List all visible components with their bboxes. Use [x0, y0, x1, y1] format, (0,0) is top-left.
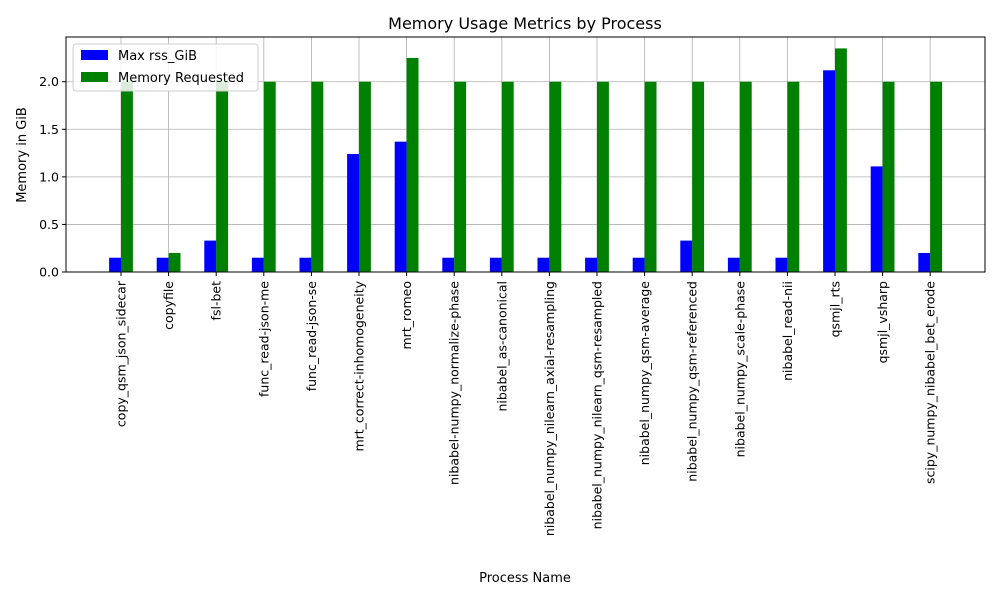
bar-max-rss [109, 257, 121, 272]
bar-max-rss [727, 257, 740, 272]
bar-memory-requested [406, 57, 419, 272]
legend-label-max-rss: Max rss_GiB [118, 49, 197, 64]
y-axis-ticks: 0.0 0.5 1.0 1.5 2.0 [39, 74, 66, 280]
bar-max-rss [680, 240, 693, 272]
bar-max-rss [823, 70, 835, 273]
legend: Max rss_GiB Memory Requested [72, 43, 259, 92]
bar-memory-requested [739, 81, 752, 272]
bar-max-rss [537, 257, 550, 272]
x-tick-label: nibabel_as-canonical [494, 281, 509, 412]
bar-memory-requested [359, 81, 371, 272]
bar-memory-requested [121, 81, 133, 272]
x-tick-label: nibabel_numpy_scale-phase [732, 281, 747, 458]
bar-memory-requested [263, 81, 276, 272]
x-tick-label: copy_qsm_json_sidecar [114, 280, 129, 427]
bars [109, 48, 943, 273]
x-axis-label: Process Name [479, 571, 571, 586]
bar-max-rss [442, 257, 455, 272]
y-tick-label: 1.5 [39, 122, 59, 137]
legend-label-memory-requested: Memory Requested [118, 71, 244, 86]
bar-memory-requested [787, 81, 800, 272]
x-tick-label: mrt_romeo [399, 281, 414, 350]
bar-memory-requested [835, 48, 847, 272]
x-tick-label: mrt_correct-inhomogeneity [352, 280, 367, 451]
legend-swatch-memory-requested [81, 72, 108, 82]
x-axis-ticks: copy_qsm_json_sidecar copyfile fsl-bet func… [114, 272, 938, 536]
bar-max-rss [299, 257, 312, 272]
bar-memory-requested [882, 81, 895, 272]
y-tick-label: 0.0 [39, 265, 59, 280]
x-tick-label: nibabel-numpy_normalize-phase [447, 281, 462, 485]
chart-title: Memory Usage Metrics by Process [388, 14, 662, 33]
x-tick-label: fsl-bet [209, 281, 224, 321]
bar-memory-requested [168, 252, 181, 272]
legend-box [72, 43, 259, 92]
bar-max-rss [918, 252, 931, 272]
bar-memory-requested [549, 81, 562, 272]
bar-memory-requested [692, 81, 705, 272]
x-tick-label: nibabel_numpy_qsm-average [637, 281, 652, 466]
x-tick-label: scipy_numpy_nibabel_bet_erode [923, 281, 938, 484]
bar-max-rss [347, 154, 359, 272]
bar-max-rss [489, 257, 502, 272]
y-tick-label: 0.5 [39, 217, 59, 232]
y-axis-label: Memory in GiB [15, 107, 30, 203]
bar-memory-requested [930, 81, 943, 272]
bar-memory-requested [597, 81, 609, 272]
x-tick-label: func_read-json-me [256, 281, 271, 397]
bar-max-rss [394, 141, 407, 272]
bar-max-rss [775, 257, 788, 272]
bar-memory-requested [311, 81, 324, 272]
x-tick-label: nibabel_numpy_nilearn_axial-resampling [542, 281, 557, 536]
bar-max-rss [204, 240, 217, 272]
bar-memory-requested [454, 81, 467, 272]
bar-max-rss [585, 257, 597, 272]
legend-swatch-max-rss [81, 50, 108, 60]
plot-frame [65, 36, 986, 273]
x-tick-label: nibabel_numpy_nilearn_qsm-resampled [590, 281, 605, 529]
bar-max-rss [251, 257, 264, 272]
bar-memory-requested [644, 81, 657, 272]
y-tick-label: 2.0 [39, 74, 59, 89]
x-tick-label: func_read-json-se [304, 281, 319, 392]
x-tick-label: qsmjl_rts [828, 281, 843, 337]
y-tick-label: 1.0 [39, 169, 59, 184]
x-tick-label: nibabel_read-nii [780, 281, 795, 381]
bar-max-rss [870, 166, 883, 272]
bar-max-rss [156, 257, 169, 272]
x-tick-label: copyfile [161, 281, 176, 330]
bar-memory-requested [501, 81, 514, 272]
x-tick-label: nibabel_numpy_qsm-referenced [685, 281, 700, 482]
x-tick-label: qsmjl_vsharp [875, 281, 890, 363]
bar-memory-requested [216, 81, 229, 272]
bar-max-rss [632, 257, 645, 272]
